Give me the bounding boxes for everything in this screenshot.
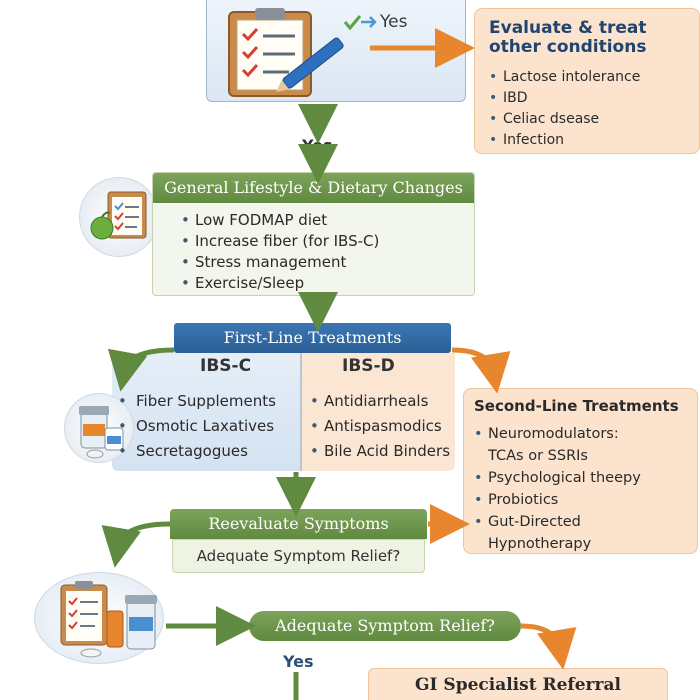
list-item: IBD [489,88,685,109]
list-item: Stress management [181,252,379,273]
list-item: Antispasmodics [310,414,450,439]
second-line-title: Second-Line Treatments [474,397,679,415]
evaluate-other-conditions-box: Evaluate & treat other conditions Lactos… [474,8,700,154]
evaluate-list: Lactose intolerance IBD Celiac dsease In… [489,67,685,151]
list-item: Probiotics [474,489,687,511]
reevaluate-question: Adequate Symptom Relief? [172,539,425,573]
list-item: Psychological theepy [474,467,687,489]
evaluate-title: Evaluate & treat other conditions [489,18,647,57]
list-item: Exercise/Sleep [181,273,379,294]
list-item: Gut-Directed Hypnotherapy [474,511,687,555]
clipboard-and-medications-icon [34,572,164,664]
list-item: Infection [489,130,685,151]
second-line-list: Neuromodulators: TCAs or SSRIs Psycholog… [474,423,687,555]
ibs-d-treatment-list: Antidiarrheals Antispasmodics Bile Acid … [310,389,450,464]
arrow-reevaluate-loop [101,521,171,568]
ibs-c-treatment-list: Fiber Supplements Osmotic Laxatives Secr… [118,389,276,464]
list-item: Lactose intolerance [489,67,685,88]
list-item: Increase fiber (for IBS-C) [181,231,379,252]
yes-label-bottom: Yes [283,652,314,671]
list-item: Low FODMAP diet [181,210,379,231]
list-item: Osmotic Laxatives [118,414,276,439]
list-item: Fiber Supplements [118,389,276,414]
yes-label-top: Yes [380,12,408,32]
list-item: Secretagogues [118,439,276,464]
arrow-to-gi-referral [520,623,577,670]
list-item: Antidiarrheals [310,389,450,414]
lifestyle-list: Low FODMAP diet Increase fiber (for IBS-… [181,210,379,294]
second-line-treatments-box: Second-Line Treatments Neuromodulators: … [463,388,698,554]
list-item: Neuromodulators: TCAs or SSRIs [474,423,687,467]
arrow-to-second-line [451,347,511,394]
list-item: Bile Acid Binders [310,439,450,464]
list-item: Celiac dsease [489,109,685,130]
symptom-assessment-box [206,0,466,102]
ibs-c-label: IBS-C [200,356,252,376]
gi-specialist-referral-box: GI Specialist Referral [368,668,668,700]
clipboard-checklist-icon [228,8,377,97]
arrow-to-ibs-c [107,347,175,392]
diet-checklist-icon [79,177,159,257]
adequate-symptom-relief-box: Adequate Symptom Relief? [249,611,521,641]
ibs-d-label: IBS-D [342,356,395,376]
